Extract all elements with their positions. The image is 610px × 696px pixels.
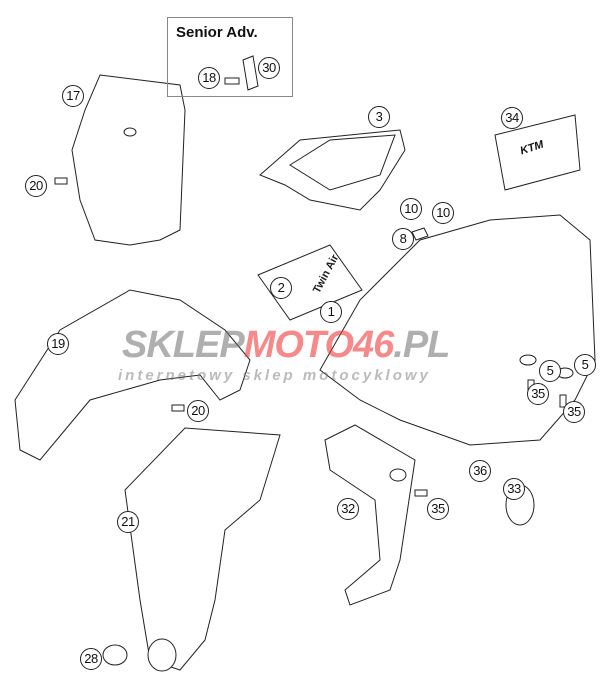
air-intake-21 bbox=[124, 427, 281, 671]
watermark-tagline: internetowy sklep motocyklowy bbox=[118, 367, 431, 384]
callout[interactable]: 10 bbox=[400, 198, 422, 220]
watermark-text: SKLEP bbox=[122, 324, 245, 366]
callout[interactable]: 10 bbox=[432, 202, 454, 224]
callout[interactable]: 3 bbox=[368, 106, 390, 128]
sticker-34 bbox=[494, 114, 581, 191]
callout[interactable]: 33 bbox=[503, 478, 525, 500]
filter-card-2 bbox=[257, 244, 363, 321]
senior-adv-box: Senior Adv. bbox=[167, 17, 293, 97]
callout[interactable]: 35 bbox=[527, 383, 549, 405]
callout[interactable]: 20 bbox=[25, 175, 47, 197]
box-title: Senior Adv. bbox=[176, 24, 258, 41]
callout[interactable]: 8 bbox=[392, 228, 414, 250]
callout[interactable]: 19 bbox=[47, 333, 69, 355]
callout[interactable]: 28 bbox=[80, 648, 102, 670]
callout[interactable]: 35 bbox=[427, 498, 449, 520]
callout[interactable]: 5 bbox=[539, 360, 561, 382]
callout[interactable]: 17 bbox=[62, 85, 84, 107]
callout[interactable]: 34 bbox=[501, 107, 523, 129]
number-plate-17 bbox=[71, 74, 186, 246]
callout[interactable]: 18 bbox=[198, 67, 220, 89]
watermark: SKLEPMOTO46.PL bbox=[122, 324, 450, 366]
callout[interactable]: 36 bbox=[469, 460, 491, 482]
callout[interactable]: 32 bbox=[337, 498, 359, 520]
callout[interactable]: 35 bbox=[563, 401, 585, 423]
front-fender-19 bbox=[14, 289, 251, 461]
callout[interactable]: 20 bbox=[187, 400, 209, 422]
callout[interactable]: 5 bbox=[574, 354, 596, 376]
bracket-30 bbox=[242, 55, 259, 91]
watermark-domain: .PL bbox=[393, 324, 450, 366]
airbox-cover-3 bbox=[259, 129, 406, 211]
callout[interactable]: 30 bbox=[258, 57, 280, 79]
callout[interactable]: 21 bbox=[117, 511, 139, 533]
callout[interactable]: 1 bbox=[320, 301, 342, 323]
watermark-red-text: MOTO46 bbox=[243, 324, 395, 366]
callout[interactable]: 2 bbox=[270, 277, 292, 299]
duct-32 bbox=[324, 424, 416, 606]
